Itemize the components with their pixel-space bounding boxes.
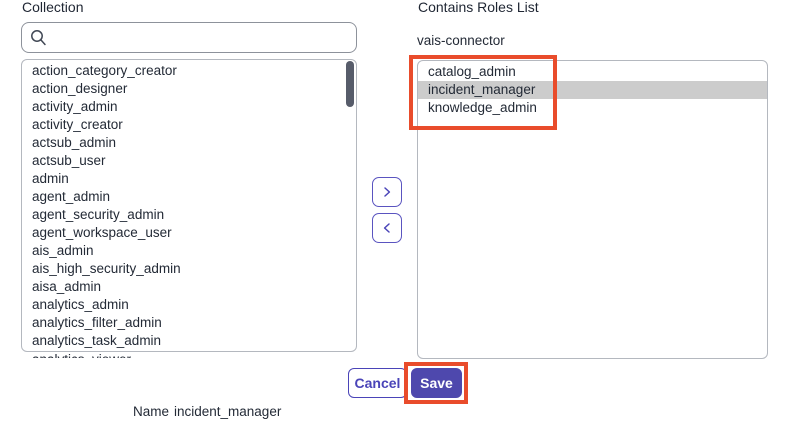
contains-roles-title: Contains Roles List bbox=[418, 0, 539, 15]
chevron-right-icon bbox=[381, 186, 393, 198]
cancel-button[interactable]: Cancel bbox=[348, 368, 407, 398]
list-item[interactable]: analytics_admin bbox=[32, 297, 129, 312]
add-role-button[interactable] bbox=[372, 177, 402, 207]
list-item[interactable]: knowledge_admin bbox=[428, 100, 537, 115]
name-label: Name bbox=[133, 404, 170, 419]
list-item[interactable]: aisa_admin bbox=[32, 279, 102, 294]
search-icon bbox=[30, 29, 47, 46]
list-item[interactable]: agent_workspace_user bbox=[32, 225, 172, 240]
search-input[interactable] bbox=[53, 30, 348, 45]
collection-list-clipped-item: analytics_viewer bbox=[22, 353, 322, 358]
list-item[interactable]: action_designer bbox=[32, 81, 128, 96]
list-item[interactable]: actsub_admin bbox=[32, 135, 117, 150]
list-item[interactable]: incident_manager bbox=[418, 81, 767, 99]
name-value: incident_manager bbox=[174, 404, 282, 419]
chevron-left-icon bbox=[381, 222, 393, 234]
list-item[interactable]: analytics_filter_admin bbox=[32, 315, 162, 330]
remove-role-button[interactable] bbox=[372, 213, 402, 243]
contains-roles-list[interactable]: catalog_admin incident_manager knowledge… bbox=[417, 60, 768, 359]
list-item[interactable]: actsub_user bbox=[32, 153, 106, 168]
record-name: vais-connector bbox=[417, 33, 505, 48]
list-item[interactable]: ais_admin bbox=[32, 243, 94, 258]
collection-search[interactable] bbox=[21, 22, 357, 53]
list-item[interactable]: agent_admin bbox=[32, 189, 111, 204]
list-item[interactable]: admin bbox=[32, 171, 69, 186]
list-item[interactable]: activity_admin bbox=[32, 99, 118, 114]
collection-list[interactable]: action_category_creator action_designer … bbox=[21, 59, 357, 352]
list-item[interactable]: ais_high_security_admin bbox=[32, 261, 181, 276]
list-item[interactable]: activity_creator bbox=[32, 117, 123, 132]
collection-list-items: action_category_creator action_designer … bbox=[22, 60, 356, 350]
save-button[interactable]: Save bbox=[411, 368, 462, 398]
list-item[interactable]: analytics_task_admin bbox=[32, 333, 162, 348]
contains-roles-list-items: catalog_admin incident_manager knowledge… bbox=[418, 61, 767, 117]
list-item[interactable]: agent_security_admin bbox=[32, 207, 165, 222]
list-item[interactable]: catalog_admin bbox=[428, 64, 516, 79]
collection-scrollbar[interactable] bbox=[346, 61, 354, 107]
collection-title: Collection bbox=[22, 0, 84, 15]
list-item[interactable]: action_category_creator bbox=[32, 63, 177, 78]
